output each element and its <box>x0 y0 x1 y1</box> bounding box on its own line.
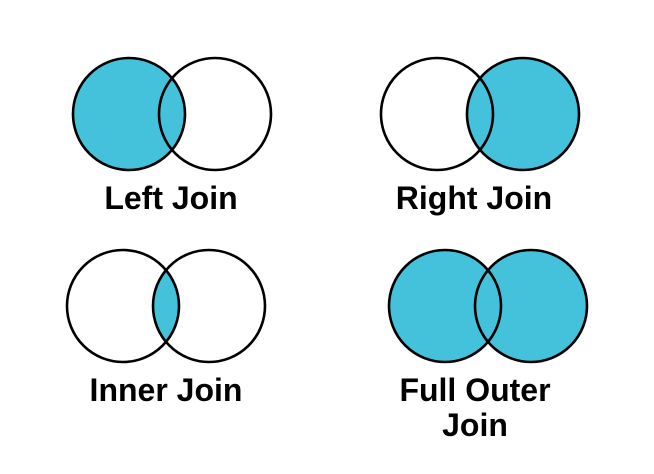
full-outer-join-right-circle-fill <box>475 250 587 362</box>
inner-join-label: Inner Join <box>89 372 243 408</box>
left-join-left-circle-outline <box>71 56 187 172</box>
inner-join-right-circle-outline <box>151 248 267 364</box>
left-join-left-circle-fill <box>73 58 185 170</box>
right-join-venn-diagram <box>379 56 581 172</box>
full-outer-join-right-circle-outline <box>473 248 589 364</box>
inner-join-left-circle-outline <box>65 248 181 364</box>
left-join-right-circle-outline <box>157 56 273 172</box>
left-join-label: Left Join <box>104 180 238 216</box>
inner-join-venn-diagram <box>65 248 267 364</box>
full-outer-join-venn-diagram <box>387 248 589 364</box>
right-join-right-circle-fill <box>467 58 579 170</box>
full-outer-join-left-circle-outline <box>387 248 503 364</box>
right-join-label: Right Join <box>395 180 553 216</box>
right-join-left-circle-outline <box>379 56 495 172</box>
right-join-right-circle-outline <box>465 56 581 172</box>
full-outer-join-label: Full Outer Join <box>399 372 551 443</box>
inner-join-intersection-fill <box>153 270 179 342</box>
left-join-venn-diagram <box>71 56 273 172</box>
full-outer-join-left-circle-fill <box>389 250 501 362</box>
